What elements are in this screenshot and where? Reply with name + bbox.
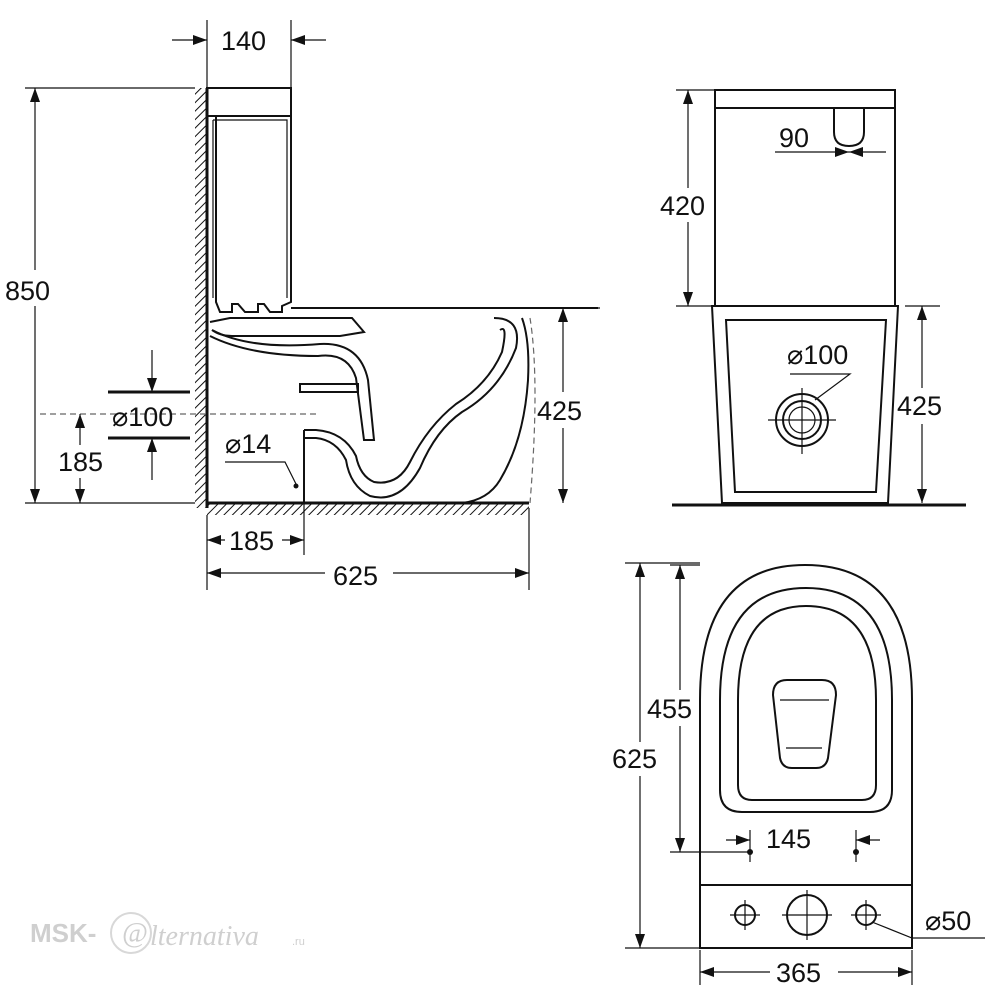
dim-tank-depth: 140: [221, 26, 266, 56]
bowl-top-outline: [699, 563, 913, 949]
cistern-side: [206, 87, 292, 313]
dim-tank-height: 420: [660, 191, 705, 221]
dim-button-offset: 90: [779, 123, 809, 153]
dim-width: 365: [776, 958, 821, 988]
bowl-side: [209, 307, 598, 504]
fixing-hole-left: [730, 900, 760, 930]
watermark: MSK- @ lternativa .ru: [30, 912, 305, 954]
dim-seat-length: 455: [647, 694, 692, 724]
svg-text:@: @: [122, 918, 148, 949]
dim-fixing-spacing: 145: [766, 824, 811, 854]
fixing-hole-right: [851, 900, 881, 930]
bowl-front: [710, 305, 900, 504]
dim-bowl-height-front: 425: [897, 391, 942, 421]
front-view: 90 420 ⌀100 425: [660, 89, 966, 507]
dim-bowl-height-side: 425: [537, 396, 582, 426]
dim-outlet-diameter-side: ⌀100: [112, 402, 173, 432]
flush-button-icon: [833, 108, 865, 148]
outlet-hole: [782, 890, 832, 940]
dim-inlet-diameter: ⌀14: [225, 429, 271, 459]
watermark-script: lternativa: [150, 921, 259, 952]
top-view: 145 455 625 ⌀50 365: [612, 562, 985, 988]
dim-outlet-offset: 185: [229, 526, 274, 556]
bowl-opening: [771, 679, 838, 769]
dim-outlet-height: 185: [58, 447, 103, 477]
dim-total-height: 850: [5, 276, 50, 306]
watermark-domain: .ru: [292, 936, 305, 948]
dim-outlet-diameter-front: ⌀100: [787, 340, 848, 370]
floor-hatch: [207, 503, 529, 515]
dim-total-length-side: 625: [333, 561, 378, 591]
watermark-prefix: MSK-: [30, 918, 96, 948]
watermark-at-icon: [110, 912, 152, 954]
dim-total-length-top: 625: [612, 744, 657, 774]
dim-hole-diameter: ⌀50: [925, 906, 971, 936]
wall-hatch: [195, 88, 207, 508]
side-view: 140 850 ⌀100 185 ⌀14 425: [5, 20, 600, 591]
